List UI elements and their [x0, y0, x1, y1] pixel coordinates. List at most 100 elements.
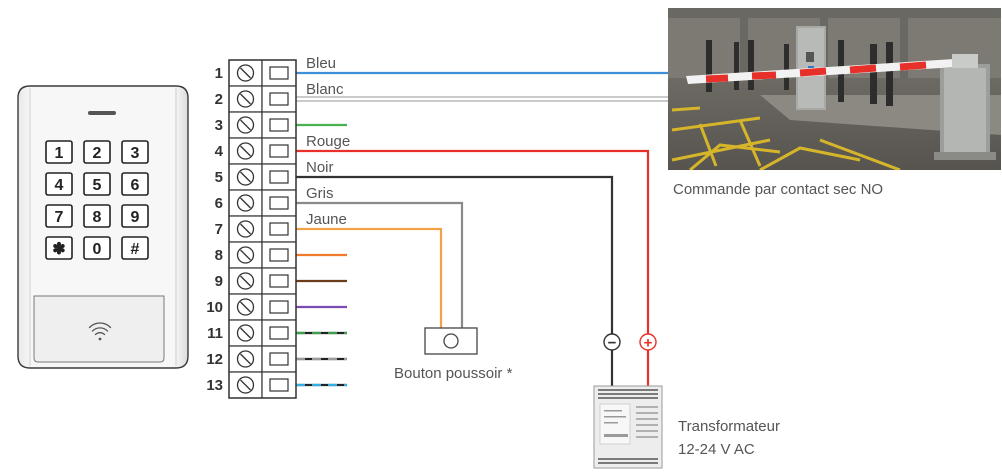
terminal-number: 5 — [215, 169, 223, 186]
keypad-key-label: 5 — [93, 177, 102, 194]
terminal-row: 13 — [206, 371, 297, 399]
terminal-row: 8 — [215, 241, 297, 269]
wire-clamp — [269, 300, 289, 314]
terminal-row: 5 — [215, 163, 297, 191]
push-button-label: Bouton poussoir * — [394, 365, 513, 382]
terminal-row: 11 — [207, 319, 297, 347]
screw-icon — [236, 324, 255, 342]
svg-text:−: − — [608, 335, 617, 352]
terminal-number: 4 — [215, 143, 224, 160]
wire-clamp — [269, 118, 289, 132]
terminal-number: 10 — [206, 299, 223, 316]
screw-icon — [236, 168, 255, 186]
card-reader-zone — [33, 295, 165, 363]
keypad-key-label: # — [131, 241, 140, 258]
wire-clamp — [269, 222, 289, 236]
terminal-number: 1 — [215, 65, 223, 82]
terminal-row: 10 — [206, 293, 297, 321]
keypad-key: # — [121, 236, 149, 260]
screw-icon — [236, 220, 255, 238]
keypad-key-label: 9 — [131, 209, 140, 226]
keypad-key-label: 1 — [55, 145, 64, 162]
plus-terminal-icon: + — [639, 333, 657, 352]
transformer-name: Transformateur — [678, 418, 780, 435]
terminal-row: 9 — [215, 267, 297, 295]
keypad-key-label: 6 — [131, 177, 140, 194]
barrier-photo: Commande par contact sec NO — [668, 8, 1001, 198]
screw-icon — [236, 90, 255, 108]
keypad-key: 6 — [121, 172, 149, 196]
wire-clamp — [269, 378, 289, 392]
terminal-row: 3 — [215, 111, 297, 139]
screw-icon — [236, 116, 255, 134]
minus-terminal-icon: − — [603, 333, 621, 352]
wire-terminal-5: Noir — [296, 159, 614, 386]
keypad-key-label: 7 — [55, 209, 64, 226]
barrier-caption: Commande par contact sec NO — [673, 181, 883, 198]
wire-clamp — [269, 144, 289, 158]
keypad-key: ✽ — [45, 236, 73, 260]
screw-icon — [236, 376, 255, 394]
wire-clamp — [269, 352, 289, 366]
screw-icon — [236, 142, 255, 160]
terminal-number: 12 — [206, 351, 223, 368]
terminal-number: 11 — [207, 325, 223, 342]
screw-icon — [236, 246, 255, 264]
terminal-row: 7 — [215, 215, 297, 243]
keypad-key: 1 — [45, 140, 73, 164]
push-button-circle-icon — [443, 333, 459, 349]
terminal-number: 3 — [215, 117, 223, 134]
wire-terminal-4: Rouge — [296, 133, 650, 386]
wire-label: Bleu — [306, 55, 336, 72]
screw-icon — [236, 194, 255, 212]
keypad-led-slot — [88, 111, 116, 115]
wire-clamp — [269, 170, 289, 184]
wire-label: Noir — [306, 159, 334, 176]
wire-terminal-6: Gris — [296, 185, 464, 328]
keypad-keys: 1 2 3 4 5 6 7 8 9 ✽ 0 # — [45, 140, 149, 260]
keypad-device: 1 2 3 4 5 6 7 8 9 ✽ 0 # — [17, 85, 189, 369]
contactless-icon — [88, 322, 112, 341]
keypad-key: 7 — [45, 204, 73, 228]
screw-icon — [236, 350, 255, 368]
keypad-key: 3 — [121, 140, 149, 164]
terminal-row: 12 — [206, 345, 297, 373]
keypad-key-label: 4 — [55, 177, 64, 194]
terminal-row: 4 — [215, 137, 297, 165]
keypad-key: 5 — [83, 172, 111, 196]
transformer: Transformateur 12-24 V AC — [593, 385, 780, 469]
terminal-number: 13 — [206, 377, 223, 394]
wire-label: Jaune — [306, 211, 347, 228]
wire-label: Blanc — [306, 81, 344, 98]
screw-icon — [236, 298, 255, 316]
terminal-number: 8 — [215, 247, 223, 264]
push-button: Bouton poussoir * — [394, 327, 513, 382]
keypad-key-label: 0 — [93, 241, 102, 258]
transformer-voltage: 12-24 V AC — [678, 441, 755, 458]
svg-text:+: + — [644, 335, 653, 352]
keypad-key: 8 — [83, 204, 111, 228]
wire-clamp — [269, 274, 289, 288]
keypad-key: 2 — [83, 140, 111, 164]
screw-icon — [236, 64, 255, 82]
wire-clamp — [269, 326, 289, 340]
wire-label: Rouge — [306, 133, 350, 150]
wire-terminal-1: Bleu — [296, 55, 668, 75]
wire-terminal-7: Jaune — [296, 211, 443, 328]
keypad-key-label: 2 — [93, 145, 102, 162]
wire-label: Gris — [306, 185, 334, 202]
terminal-number: 9 — [215, 273, 223, 290]
wire-clamp — [269, 66, 289, 80]
terminal-number: 2 — [215, 91, 223, 108]
keypad-key-label: ✽ — [52, 241, 65, 258]
terminal-row: 1 — [215, 59, 297, 87]
screw-icon — [236, 272, 255, 290]
keypad-key: 4 — [45, 172, 73, 196]
wire-clamp — [269, 196, 289, 210]
keypad-key-label: 3 — [131, 145, 140, 162]
terminal-number: 7 — [215, 221, 223, 238]
terminal-number: 6 — [215, 195, 223, 212]
